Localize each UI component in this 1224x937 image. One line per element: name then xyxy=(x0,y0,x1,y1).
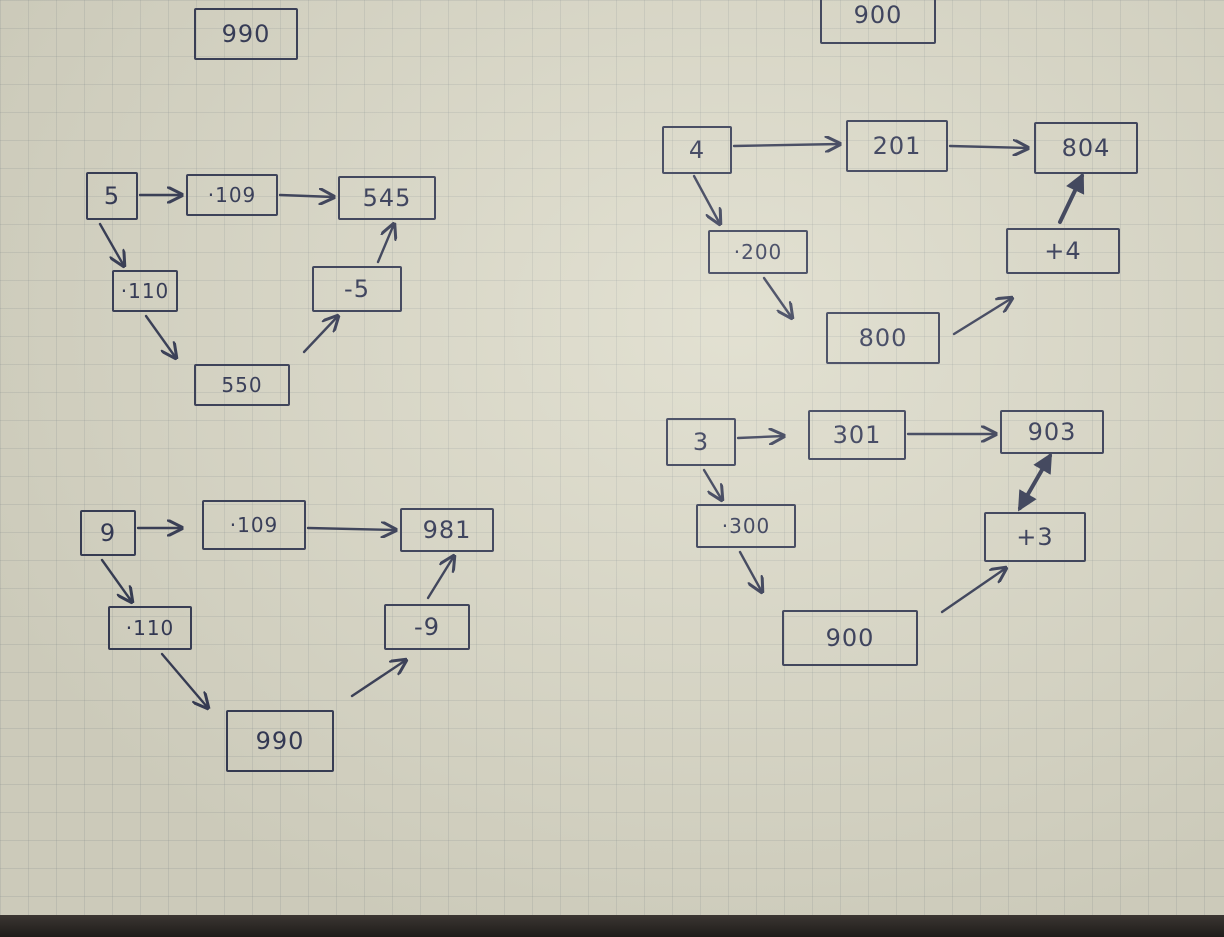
node-3-product: 900 xyxy=(782,610,918,666)
node-5-times109: ·109 xyxy=(186,174,278,216)
arrow-550-to-minus5 xyxy=(302,316,338,354)
arrow-times200-to-800 xyxy=(762,276,792,318)
node-4-times200: ·200 xyxy=(708,230,808,274)
arrow-times110-to-990 xyxy=(160,652,208,708)
arrow-900-to-plus3 xyxy=(940,568,1006,614)
node-4-start: 4 xyxy=(662,126,732,174)
node-9-times109: ·109 xyxy=(202,500,306,550)
arrow-times300-to-900 xyxy=(738,550,762,592)
arrow-201-to-804 xyxy=(948,146,1028,148)
arrow-minus5-to-545 xyxy=(376,224,394,264)
arrow-990-to-minus9 xyxy=(350,660,406,698)
graph-paper: 990 900 5 ·109 545 ·110 550 -5 9 ·109 98… xyxy=(0,0,1224,915)
node-partial-top-right: 900 xyxy=(820,0,936,44)
node-4-times201: 201 xyxy=(846,120,948,172)
node-9-minus: -9 xyxy=(384,604,470,650)
node-9-times110: ·110 xyxy=(108,606,192,650)
node-4-product: 800 xyxy=(826,312,940,364)
arrow-times110-to-550 xyxy=(144,314,176,358)
node-5-minus: -5 xyxy=(312,266,402,312)
arrow-times109-to-545 xyxy=(278,195,334,197)
arrow-times109-to-981 xyxy=(306,528,396,530)
node-9-start: 9 xyxy=(80,510,136,556)
arrow-5-to-times110 xyxy=(98,222,124,266)
arrow-plus4-to-804 xyxy=(1058,172,1085,224)
node-3-result: 903 xyxy=(1000,410,1104,454)
node-9-result: 981 xyxy=(400,508,494,552)
arrow-4-to-times200 xyxy=(692,174,720,224)
node-5-start: 5 xyxy=(86,172,138,220)
node-partial-top-left: 990 xyxy=(194,8,298,60)
node-4-result: 804 xyxy=(1034,122,1138,174)
node-3-plus: +3 xyxy=(984,512,1086,562)
arrows-layer xyxy=(98,0,1085,915)
node-9-product: 990 xyxy=(226,710,334,772)
node-3-start: 3 xyxy=(666,418,736,466)
node-5-result: 545 xyxy=(338,176,436,220)
node-3-times300: ·300 xyxy=(696,504,796,548)
arrow-800-to-plus4 xyxy=(952,298,1012,336)
node-5-times110: ·110 xyxy=(112,270,178,312)
arrow-3-to-301 xyxy=(736,436,784,438)
node-4-plus: +4 xyxy=(1006,228,1120,274)
arrow-9-to-times110 xyxy=(100,558,132,602)
node-3-times301: 301 xyxy=(808,410,906,460)
table-edge xyxy=(0,915,1224,937)
arrow-4-to-201 xyxy=(732,144,840,146)
arrow-minus9-to-981 xyxy=(426,556,454,600)
node-5-product: 550 xyxy=(194,364,290,406)
arrow-3-to-times300 xyxy=(702,468,722,500)
arrow-plus3-to-903 xyxy=(1018,452,1052,512)
